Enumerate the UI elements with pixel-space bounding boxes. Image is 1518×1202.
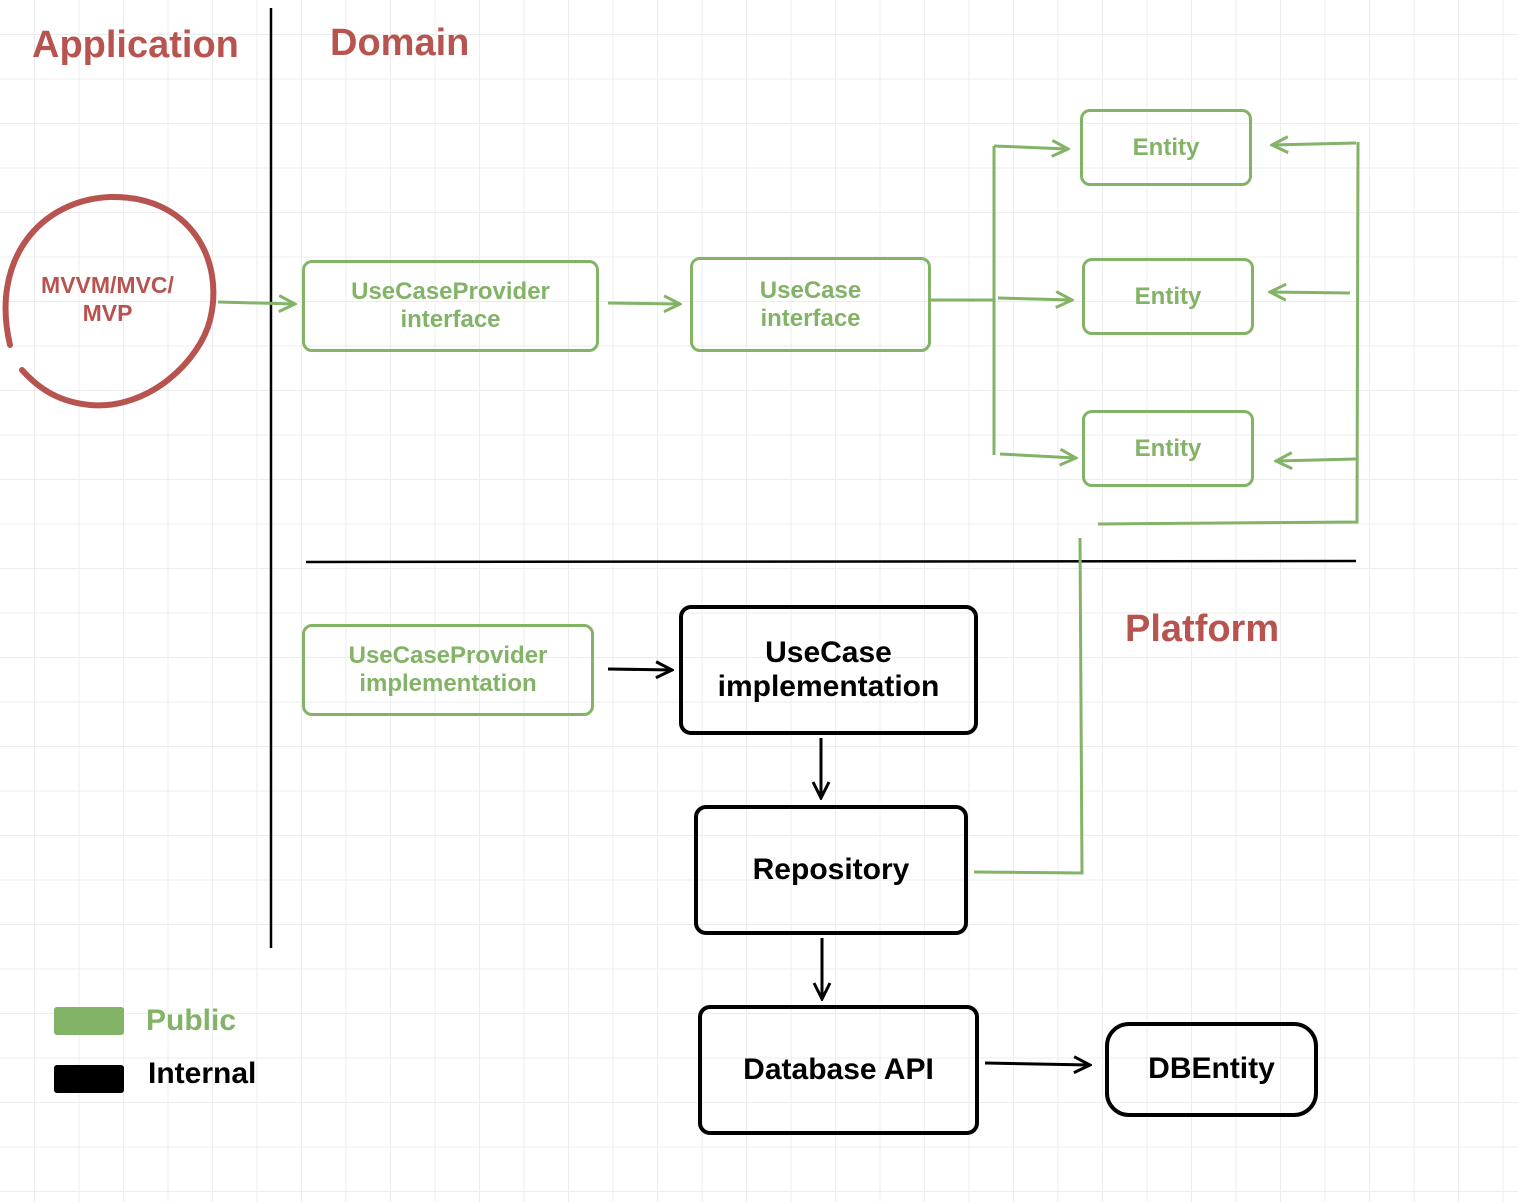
repository-node[interactable]: Repository <box>694 805 968 935</box>
entity-node-3[interactable]: Entity <box>1082 410 1254 487</box>
arrow-back-to-entity-1 <box>1272 143 1357 145</box>
usecase-provider-interface-node[interactable]: UseCaseProvider interface <box>302 260 599 352</box>
arrow-provider-interface-to-usecase-interface <box>607 303 680 304</box>
legend-internal-label: Internal <box>148 1057 257 1090</box>
entity-node-2[interactable]: Entity <box>1082 258 1254 335</box>
arrow-to-entity-1 <box>993 146 1068 149</box>
usecase-provider-implementation-node[interactable]: UseCaseProvider implementation <box>302 624 594 716</box>
layer-title-application: Application <box>32 24 239 66</box>
usecase-implementation-node[interactable]: UseCase implementation <box>679 605 978 735</box>
arrow-database-api-to-dbentity <box>984 1063 1090 1065</box>
presentation-label: MVVM/MVC/ MVP <box>41 272 174 326</box>
legend-internal-swatch <box>54 1065 124 1093</box>
usecase-interface-node[interactable]: UseCase interface <box>690 257 931 352</box>
domain-platform-divider <box>305 559 1357 564</box>
layer-title-domain: Domain <box>330 22 470 64</box>
database-api-node[interactable]: Database API <box>698 1005 979 1135</box>
layer-title-platform: Platform <box>1125 608 1280 650</box>
arrow-to-entity-2 <box>997 298 1072 300</box>
repository-to-entities-link <box>973 141 1360 875</box>
arrow-back-to-entity-2 <box>1270 292 1351 293</box>
legend-public-swatch <box>54 1007 124 1035</box>
arrow-presentation-to-provider-interface <box>217 302 295 304</box>
arrow-to-entity-3 <box>999 454 1076 458</box>
presentation-circle <box>2 193 217 409</box>
usecase-interface-fanout <box>930 146 996 455</box>
legend-public-label: Public <box>146 1004 237 1037</box>
arrow-back-to-entity-3 <box>1276 459 1357 461</box>
dbentity-node[interactable]: DBEntity <box>1105 1022 1318 1117</box>
entity-node-1[interactable]: Entity <box>1080 109 1252 186</box>
arrow-provider-impl-to-usecase-impl <box>607 669 672 670</box>
